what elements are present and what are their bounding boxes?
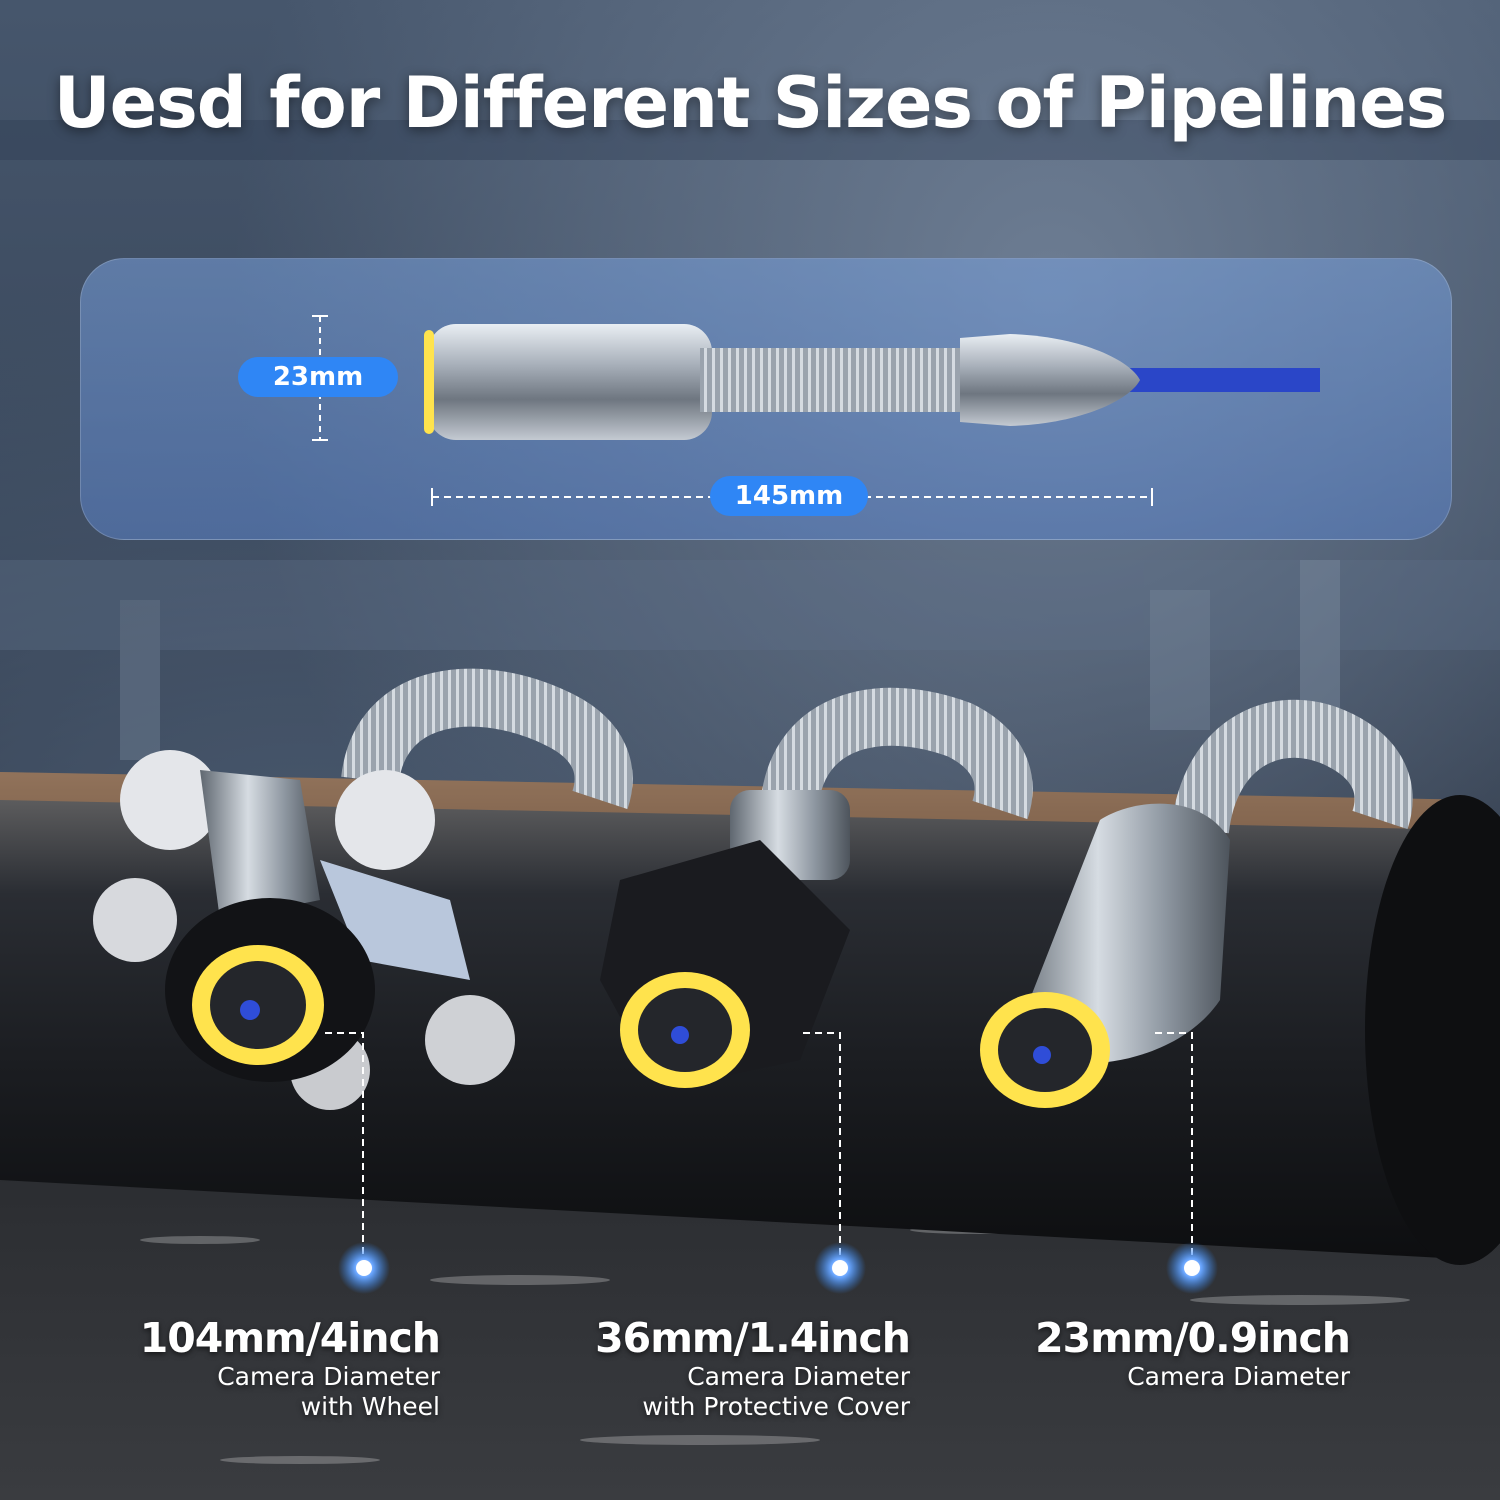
spring-section xyxy=(700,348,970,412)
camera-size: 23mm/0.9inch xyxy=(1035,1314,1351,1362)
camera-desc: Camera Diameter xyxy=(217,1362,440,1391)
camera-label-wheel: 104mm/4inch Camera Diameter with Wheel xyxy=(120,1314,441,1422)
camera-size: 104mm/4inch xyxy=(139,1314,441,1362)
page-title: Uesd for Different Sizes of Pipelines xyxy=(53,62,1447,144)
length-badge: 145mm xyxy=(710,476,868,516)
camera-size: 36mm/1.4inch xyxy=(595,1314,911,1362)
callout-lines xyxy=(325,1032,1193,1255)
diameter-marker xyxy=(312,315,328,441)
camera-with-wheel xyxy=(93,750,515,1110)
diameter-badge: 23mm xyxy=(238,357,398,397)
spring-necks xyxy=(341,668,1413,835)
camera-bare xyxy=(980,803,1230,1108)
background-pipes xyxy=(0,120,1500,760)
camera-desc: with Wheel xyxy=(300,1392,440,1421)
camera-desc: Camera Diameter xyxy=(687,1362,910,1391)
camera-with-cover xyxy=(600,790,850,1090)
camera-desc: Camera Diameter xyxy=(1127,1362,1350,1391)
callout-dots xyxy=(338,1242,1218,1294)
camera-label-bare: 23mm/0.9inch Camera Diameter xyxy=(1000,1314,1351,1392)
tail-cone xyxy=(960,334,1140,426)
camera-head xyxy=(428,324,712,440)
probe-diagram xyxy=(312,315,1320,506)
camera-desc: with Protective Cover xyxy=(642,1392,910,1421)
camera-label-cover: 36mm/1.4inch Camera Diameter with Protec… xyxy=(560,1314,911,1422)
cable xyxy=(1120,368,1320,392)
